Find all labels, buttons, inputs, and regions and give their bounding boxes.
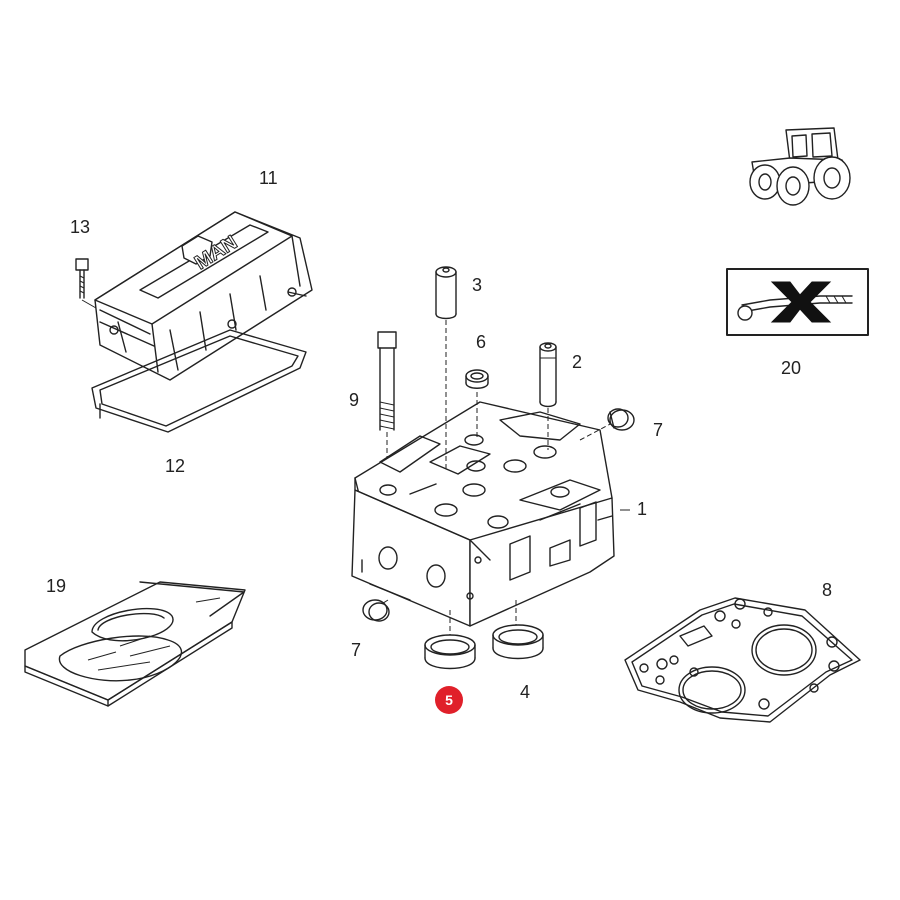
callout-20: 20	[781, 358, 801, 378]
part-12-cover-gasket	[91, 329, 307, 433]
part-2-valve-guide	[539, 342, 557, 408]
part-6-seal-ring	[465, 369, 489, 389]
callout-5[interactable]: 5	[445, 692, 453, 708]
callout-19: 19	[46, 576, 66, 596]
callout-2: 2	[572, 352, 582, 372]
callout-7-lower: 7	[351, 640, 361, 660]
part-11-valve-cover: MAN	[94, 211, 313, 381]
part-9-head-bolt	[377, 331, 397, 490]
callout-7-upper: 7	[653, 420, 663, 440]
part-4-valve-seat-ring	[492, 624, 544, 660]
part-7-plug-lower	[362, 599, 390, 622]
callout-6: 6	[476, 332, 486, 352]
callout-8: 8	[822, 580, 832, 600]
callout-4: 4	[520, 682, 530, 702]
callout-3: 3	[472, 275, 482, 295]
part-3-injector-sleeve	[435, 266, 457, 320]
crossed-out-tool-icon	[726, 268, 869, 336]
part-8-head-gasket	[624, 597, 861, 723]
callout-1: 1	[637, 499, 647, 519]
callout-labels: 1 2 3 4 6 7 7 8 9 11 12 13 19 20	[46, 168, 832, 702]
leader-lines	[81, 299, 630, 511]
callout-11: 11	[259, 168, 278, 188]
part-7-plug-upper	[607, 408, 635, 431]
part-13-bolt	[75, 258, 89, 299]
part-5-valve-seat-ring	[424, 634, 476, 670]
part-1-cylinder-head	[351, 320, 615, 640]
callout-12: 12	[165, 456, 185, 476]
part-19-gasket-set	[24, 581, 246, 707]
callout-5-highlighted[interactable]: 5	[435, 686, 463, 714]
tractor-icon	[749, 127, 851, 206]
highlight-badge[interactable]	[435, 686, 463, 714]
callout-13: 13	[70, 217, 90, 237]
callout-9: 9	[349, 390, 359, 410]
